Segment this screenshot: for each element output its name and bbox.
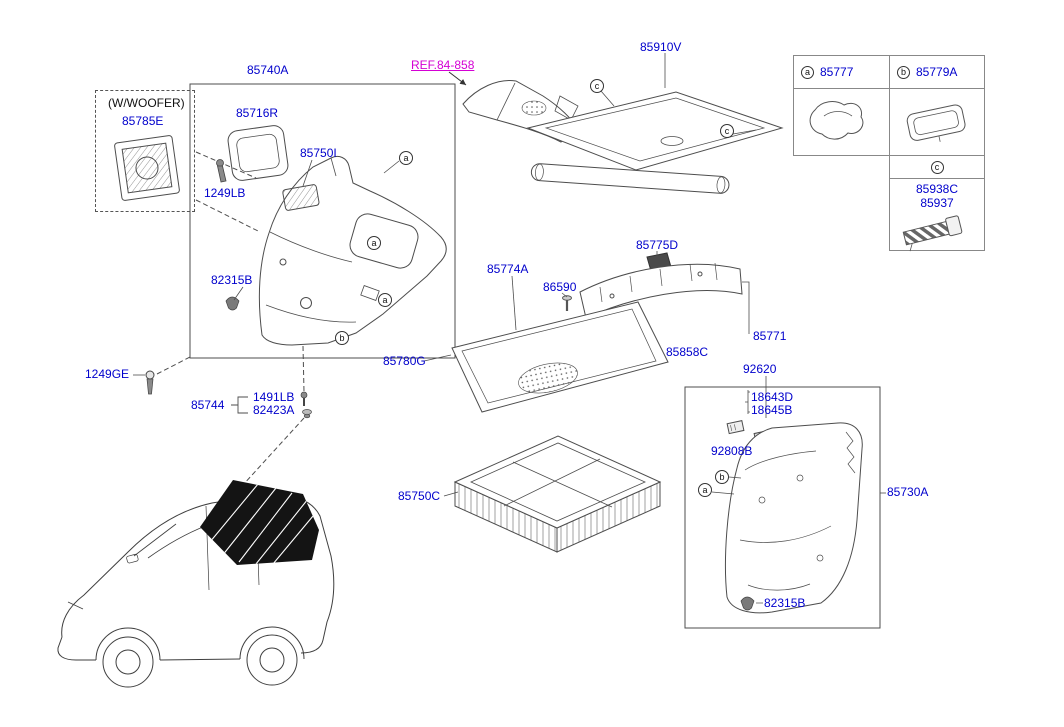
- part-label-85775D[interactable]: 85775D: [636, 238, 679, 252]
- part-label-85750C[interactable]: 85750C: [398, 489, 441, 503]
- clip-1491LB-art: [300, 391, 308, 406]
- group-box-85740A: [189, 83, 456, 359]
- grommet-82423A-art: [302, 409, 312, 419]
- part-label-85750I[interactable]: 85750I: [300, 146, 337, 160]
- bracket-85716R-art: [227, 125, 289, 181]
- legend-part-85777[interactable]: 85777: [820, 65, 854, 79]
- part-label-1491LB[interactable]: 1491LB: [253, 390, 295, 404]
- legend-cell-a-header: a 85777: [793, 55, 890, 89]
- part-label-92620[interactable]: 92620: [743, 362, 777, 376]
- legend-part-85779A[interactable]: 85779A: [916, 65, 958, 79]
- luggage-board-net-art: [423, 275, 669, 413]
- ref-link-84-858[interactable]: REF.84-858: [411, 58, 475, 72]
- woofer-option-label: (W/WOOFER): [108, 96, 185, 110]
- cargo-screen-art: [526, 53, 784, 194]
- part-label-1249GE[interactable]: 1249GE: [85, 367, 130, 381]
- legend-cell-b-header: b 85779A: [889, 55, 985, 89]
- part-85937-art: [902, 215, 963, 252]
- legend-marker-b: b: [897, 65, 910, 79]
- callout-a-right-trim: a: [698, 483, 712, 497]
- clip-82315B-left-art: [225, 296, 240, 311]
- part-label-18645B[interactable]: 18645B: [751, 403, 793, 417]
- rear-transverse-trim-art: [579, 262, 750, 334]
- part-label-85774A[interactable]: 85774A: [487, 262, 529, 276]
- callout-a-trim-mid: a: [367, 236, 381, 250]
- part-label-85780G[interactable]: 85780G: [383, 354, 426, 368]
- part-label-85716R[interactable]: 85716R: [236, 106, 279, 120]
- legend-cell-c-header: c: [889, 155, 985, 179]
- part-label-85858C[interactable]: 85858C: [666, 345, 709, 359]
- vehicle-illustration: [57, 480, 335, 688]
- legend-part-85937[interactable]: 85937: [920, 196, 954, 210]
- part-label-85771[interactable]: 85771: [753, 329, 787, 343]
- part-label-85785E[interactable]: 85785E: [122, 114, 164, 128]
- woofer-option-box: [95, 90, 195, 212]
- callout-c-screen-right: c: [720, 124, 734, 138]
- highlighted-trim-area: [200, 480, 319, 565]
- screw-1249LB-art: [216, 159, 227, 183]
- right-quarter-trim-art: [684, 376, 886, 629]
- legend-part-85938C[interactable]: 85938C: [915, 182, 959, 196]
- part-85777-art: [809, 101, 864, 140]
- part-label-82315B-right[interactable]: 82315B: [764, 596, 806, 610]
- legend-cell-c-content: 85938C 85937: [889, 178, 985, 252]
- legend-cell-b-drawing: [889, 88, 985, 156]
- screw-1249GE-art: [145, 370, 155, 395]
- callout-a-trim-low: a: [378, 293, 392, 307]
- part-85779A-art: [906, 104, 966, 142]
- part-label-85730A[interactable]: 85730A: [887, 485, 929, 499]
- part-label-85740A[interactable]: 85740A: [247, 63, 289, 77]
- part-label-18643D[interactable]: 18643D: [751, 390, 794, 404]
- callout-b-right-trim: b: [715, 470, 729, 484]
- callout-a-trim-top: a: [399, 151, 413, 165]
- legend-marker-a: a: [801, 65, 814, 79]
- part-label-82423A[interactable]: 82423A: [253, 403, 295, 417]
- part-label-85744[interactable]: 85744: [191, 398, 225, 412]
- woofer-grille-art: [114, 135, 180, 201]
- part-label-86590[interactable]: 86590: [543, 280, 577, 294]
- part-label-92808B[interactable]: 92808B: [711, 444, 753, 458]
- part-label-82315B-left[interactable]: 82315B: [211, 273, 253, 287]
- grille-85750I-art: [282, 184, 320, 211]
- clip-86590-art: [562, 295, 572, 311]
- quarter-trim-panel-art: [258, 155, 447, 346]
- callout-c-screen-left: c: [590, 79, 604, 93]
- part-label-1249LB[interactable]: 1249LB: [204, 186, 246, 200]
- part-label-85910V[interactable]: 85910V: [640, 40, 682, 54]
- legend-cell-a-drawing: [793, 88, 890, 156]
- callout-b-trim: b: [335, 331, 349, 345]
- legend-marker-c: c: [930, 160, 944, 174]
- luggage-tray-art: [443, 435, 662, 553]
